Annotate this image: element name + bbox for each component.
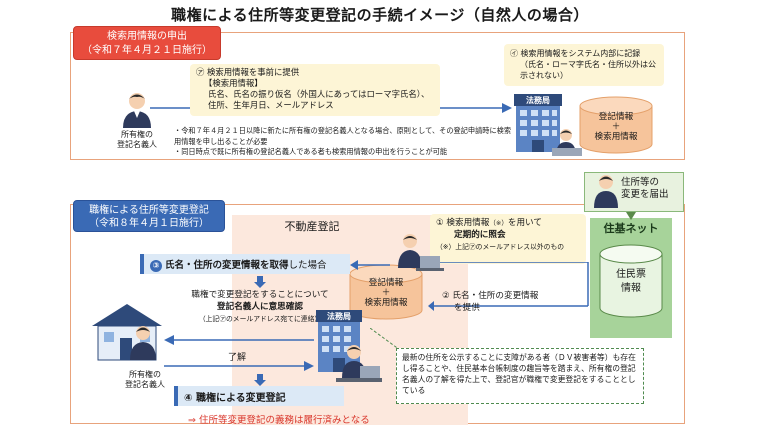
search-info-callout: ㋐ 検索用情報を事前に提供 【検索用情報】 氏名、氏名の振り仮名（外国人にあって…	[190, 64, 440, 116]
callout-body: 氏名、氏名の振り仮名（外国人にあってはローマ字氏名）、住所、生年月日、メールアド…	[208, 89, 430, 110]
mid-line3: （上記㋐のメールアドレス宛てに連絡）	[198, 315, 322, 323]
contact-arrows	[164, 335, 314, 371]
step2-rest: を提供	[454, 303, 480, 313]
staff-laptop-icon-2	[336, 345, 382, 382]
section2-tag: 職権による住所等変更登記 （令和８年４月１日施行）	[73, 200, 225, 232]
callout-heading: 【検索用情報】	[204, 78, 263, 88]
section1-tag: 検索用情報の申出 （令和７年４月２１日施行）	[73, 26, 221, 60]
down-arrow-1	[254, 276, 266, 288]
record-callout: ㋑ 検索用情報をシステム内部に記録 （氏名・ローマ字氏名・住所以外は公示されない…	[504, 44, 664, 86]
step3-arrow	[350, 260, 390, 270]
step1-rest: を用いて	[507, 218, 542, 228]
bureau-sign-1: 法務局	[526, 96, 550, 105]
ryokai-label: 了解	[228, 353, 247, 363]
db1-line2: 検索用情報	[594, 132, 638, 142]
resident-person-icon	[594, 175, 618, 208]
step4-banner: ④ 職権による変更登記	[174, 386, 344, 406]
down-arrow-2	[254, 374, 266, 386]
db2-line2: 検索用情報	[364, 298, 408, 308]
callout-step-a: ㋐ 検索用情報を事前に提供	[196, 67, 300, 77]
intent-confirmation: 職権で変更登記をすることについて 登記名義人に意思確認 （上記㋐のメールアドレス…	[175, 289, 345, 325]
step2-label: ② 氏名・住所の変更情報	[442, 291, 539, 301]
step2-text: ② 氏名・住所の変更情報 を提供	[442, 290, 592, 314]
fudosan-label: 不動産登記	[284, 220, 340, 233]
step1-sup: （※）	[489, 219, 508, 227]
db1-line1: 登記情報	[598, 112, 634, 122]
section1-notes: ・令和７年４月２１日以降に新たに所有権の登記名義人となる場合、原則として、その登…	[174, 126, 514, 158]
section2-tag-line2: （令和８年４月１日施行）	[89, 218, 209, 229]
section1-tag-line1: 検索用情報の申出	[107, 31, 187, 42]
section2-tag-line1: 職権による住所等変更登記	[89, 205, 209, 216]
db2-line1: 登記情報	[368, 278, 404, 288]
staff-laptop-icon	[398, 234, 444, 271]
step3-num: ③	[150, 260, 162, 272]
page-title: 職権による住所等変更登記の手続イメージ（自然人の場合）	[171, 6, 589, 24]
owner-label-1: 所有権の 登記名義人	[117, 130, 157, 149]
step3-rest: した場合	[288, 260, 327, 271]
resident-db-label: 住民票 情報	[598, 268, 664, 296]
registry-database-icon	[579, 96, 653, 154]
owner-person-icon-2	[130, 326, 156, 360]
step1-label: ① 検索用情報	[436, 218, 490, 228]
note-line2: ・同日時点で既に所有権の登記名義人である者も検索用情報の申出を行うことが可能	[174, 147, 448, 156]
note-line1: ・令和７年４月２１日以降に新たに所有権の登記名義人となる場合、原則として、その登…	[174, 126, 512, 146]
registry-db-label-1: 登記情報 ＋ 検索用情報	[580, 112, 652, 142]
todoke-arrow	[626, 212, 636, 220]
jukinet-label: 住基ネット	[603, 222, 659, 235]
resident-db-line2: 情報	[621, 283, 641, 294]
db1-plus: ＋	[611, 122, 621, 132]
todoke-line2: 変更を届出	[621, 189, 669, 200]
todoke-line1: 住所等の	[621, 177, 660, 188]
mid-line1: 職権で変更登記をすることについて	[191, 290, 329, 300]
legal-bureau-building-icon	[514, 94, 562, 152]
bureau-sign-2: 法務局	[327, 312, 351, 321]
resident-record-database-icon	[599, 244, 663, 318]
owner-person-icon	[123, 93, 151, 128]
dv-victim-note: 最新の住所を公示することに支障がある者（ＤＶ被害者等）も存在し得ることや、住民基…	[396, 348, 644, 404]
resident-db-line1: 住民票	[616, 269, 646, 280]
step1-bold: 定期的に照会	[454, 230, 506, 240]
record-step: ㋑ 検索用情報をシステム内部に記録	[510, 49, 641, 58]
db2-plus: ＋	[381, 288, 391, 298]
exchange-arrows	[428, 262, 589, 311]
step1-note: （※）上記㋐のメールアドレス以外のもの	[436, 243, 565, 251]
record-sub: （氏名・ローマ字氏名・住所以外は公示されない）	[520, 60, 656, 80]
owner-label-2: 所有権の 登記名義人	[125, 370, 165, 389]
step1-callout: ① 検索用情報（※）を用いて 定期的に照会 （※）上記㋐のメールアドレス以外のも…	[430, 214, 586, 264]
mid-line2: 登記名義人に意思確認	[217, 302, 303, 312]
obligation-fulfilled-note: ⇒ 住所等変更登記の義務は履行済みとなる	[188, 415, 370, 426]
section1-tag-line2: （令和７年４月２１日施行）	[82, 45, 212, 56]
staff-person-icon	[552, 129, 582, 156]
registry-db-label-2: 登記情報 ＋ 検索用情報	[350, 278, 422, 308]
step3-bold: 氏名・住所の変更情報を取得	[165, 260, 289, 271]
dv-note-connector	[370, 328, 401, 351]
